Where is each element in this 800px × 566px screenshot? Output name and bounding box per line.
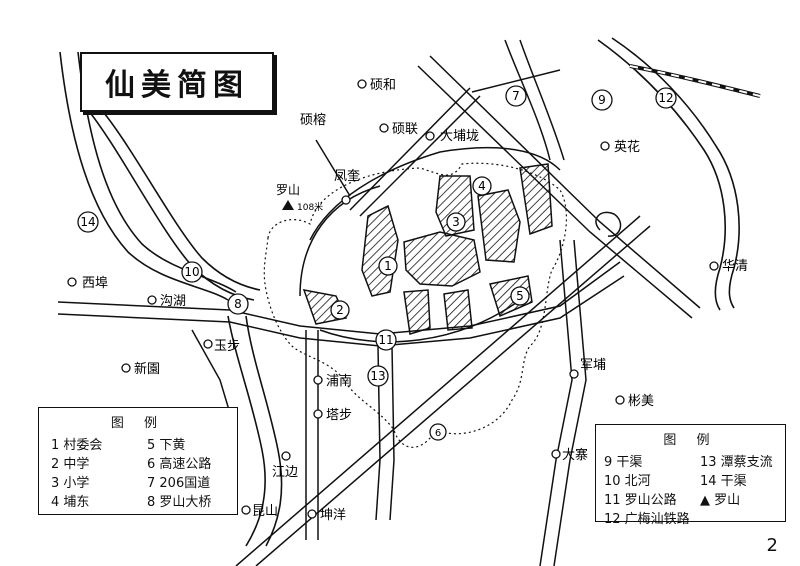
- marker-12: 12: [655, 87, 677, 109]
- label-dazhai: 大寨: [562, 447, 588, 463]
- svg-text:2: 2: [336, 303, 344, 317]
- marker-8: 8: [227, 293, 249, 315]
- legend-item: 10 北河: [604, 474, 651, 489]
- label-tabu: 塔步: [326, 408, 352, 423]
- map-title: 仙美简图: [105, 68, 249, 103]
- legend-left: 图 例 1 村委会 5 下黄 2 中学 6 高速公路 3 小学 7 206国道 …: [38, 407, 238, 515]
- svg-text:3: 3: [452, 215, 460, 229]
- peak-elevation: 108米: [297, 201, 323, 213]
- marker-9: 9: [591, 89, 613, 111]
- legend-peak-label: 罗山: [714, 493, 741, 508]
- svg-text:8: 8: [234, 297, 242, 311]
- svg-text:7: 7: [512, 89, 520, 103]
- legend-left-title: 图 例: [110, 416, 166, 431]
- marker-3: 3: [446, 212, 466, 232]
- marker-1: 1: [378, 256, 398, 276]
- numbered-markers: 1 2 3 4 5 6 7 8 9 10 11 12 13 14: [77, 85, 677, 441]
- peak-name: 罗山: [276, 183, 300, 197]
- svg-text:11: 11: [378, 333, 393, 347]
- page-number: 2: [766, 535, 778, 556]
- svg-text:5: 5: [516, 289, 524, 303]
- peak-triangle-icon: [282, 200, 294, 210]
- legend-item: 12 广梅汕铁路: [604, 512, 690, 527]
- label-gouhu: 沟湖: [160, 294, 186, 309]
- label-fengkui: 凤奎: [334, 169, 360, 184]
- svg-text:6: 6: [435, 428, 441, 439]
- legend-right-title: 图 例: [663, 433, 718, 448]
- svg-text:13: 13: [370, 369, 385, 383]
- legend-item: 7 206国道: [147, 476, 211, 491]
- svg-text:4: 4: [478, 179, 486, 193]
- legend-item: 6 高速公路: [147, 457, 212, 472]
- marker-2: 2: [330, 300, 350, 320]
- label-shuorong: 硕榕: [300, 113, 326, 128]
- place-labels: 硕和 硕榕 硕联 大埔垅 凤奎 英花 华清 西埠 沟湖 玉步 新園 浦南 塔步 …: [82, 78, 748, 523]
- legend-item-peak: ▲ 罗山: [700, 489, 740, 508]
- built-up-areas: [302, 163, 553, 335]
- label-binmei: 彬美: [628, 394, 654, 409]
- peak-triangle-icon: ▲: [700, 493, 710, 508]
- legend-right: 图 例 9 干渠 13 潭蔡支流 10 北河 14 干渠 11 罗山公路 ▲ 罗…: [595, 424, 786, 527]
- label-kunshan: 昆山: [252, 504, 278, 519]
- river-south: [227, 315, 283, 547]
- railway-12: [629, 64, 761, 98]
- marker-5: 5: [510, 286, 530, 306]
- svg-text:12: 12: [658, 91, 673, 105]
- label-huaqing: 华清: [722, 259, 748, 274]
- marker-4: 4: [472, 176, 492, 196]
- label-kunyang: 坤洋: [320, 508, 346, 523]
- legend-item: 8 罗山大桥: [147, 495, 212, 510]
- label-junpu: 军埔: [580, 358, 606, 373]
- marker-10: 10: [181, 261, 203, 283]
- label-jiangbian: 江边: [272, 465, 298, 480]
- canal-9: [597, 37, 740, 311]
- label-shuohe: 硕和: [370, 78, 396, 93]
- label-xifu: 西埠: [82, 276, 108, 291]
- label-punan: 浦南: [326, 373, 352, 389]
- label-shuolian: 硕联: [392, 122, 418, 137]
- legend-item: 14 干渠: [700, 474, 747, 489]
- marker-14: 14: [77, 211, 99, 233]
- label-dabuchong: 大埔垅: [440, 129, 479, 144]
- svg-text:9: 9: [598, 93, 606, 107]
- legend-item: 13 潭蔡支流: [700, 455, 773, 470]
- map-title-box: 仙美简图: [80, 52, 274, 112]
- village-dots: [67, 79, 719, 519]
- legend-item: 5 下黄: [147, 438, 186, 453]
- legend-item: 2 中学: [51, 457, 90, 472]
- legend-item: 11 罗山公路: [604, 493, 677, 508]
- north-river-10: [87, 107, 261, 301]
- legend-item: 3 小学: [51, 476, 90, 491]
- legend-item: 9 干渠: [604, 455, 643, 470]
- marker-6: 6: [429, 423, 447, 441]
- label-xinyuan: 新園: [134, 361, 160, 377]
- label-yinghua: 英花: [614, 139, 640, 155]
- label-yubu: 玉步: [214, 339, 240, 354]
- svg-text:14: 14: [80, 215, 95, 229]
- marker-7: 7: [505, 85, 527, 107]
- marker-13: 13: [367, 365, 389, 387]
- marker-11: 11: [375, 329, 397, 351]
- legend-item: 4 埔东: [51, 495, 90, 510]
- legend-item: 1 村委会: [51, 438, 103, 453]
- svg-text:10: 10: [184, 265, 199, 279]
- svg-text:1: 1: [384, 259, 392, 273]
